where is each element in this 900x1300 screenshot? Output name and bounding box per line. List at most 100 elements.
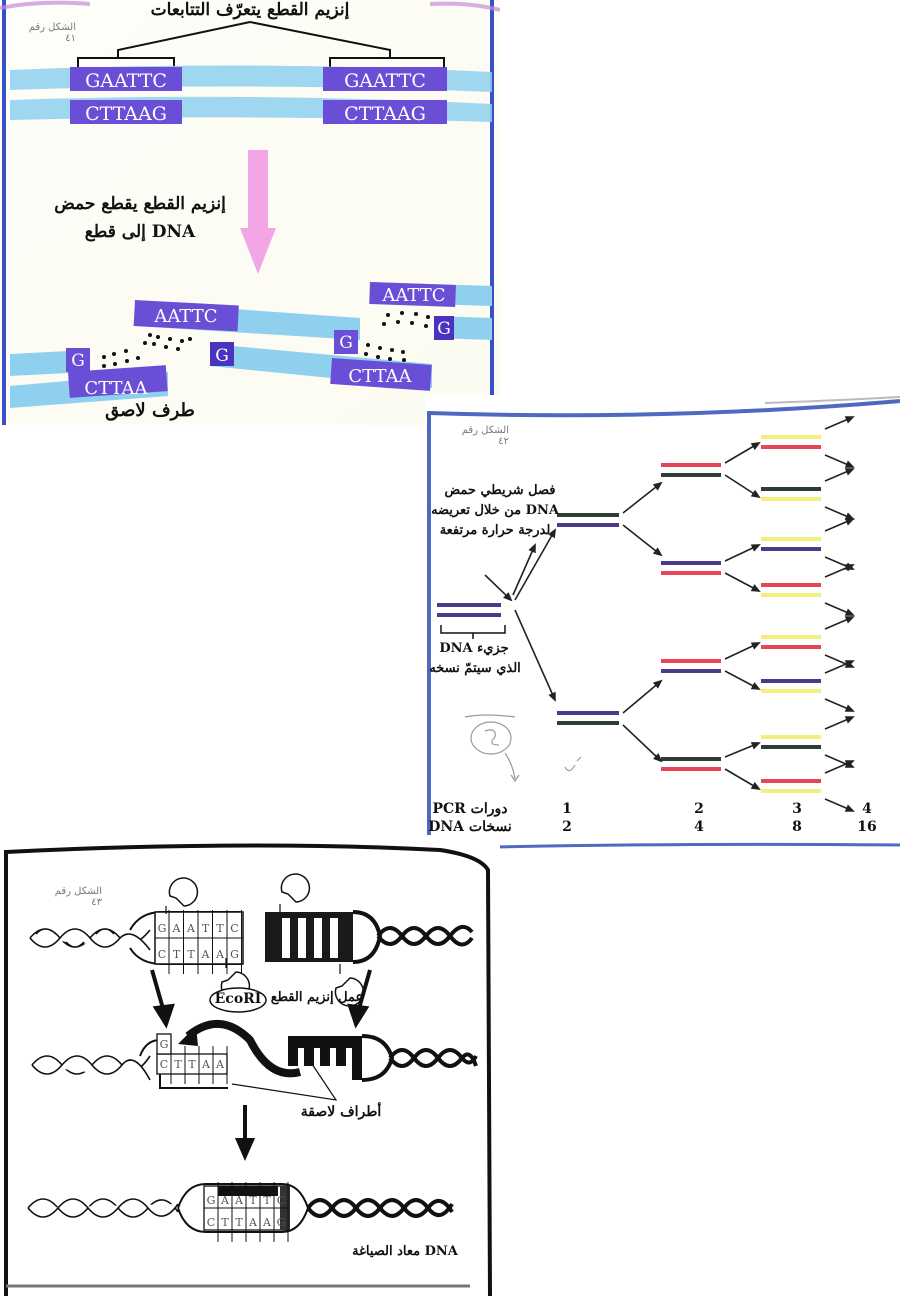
pcr-arrow xyxy=(622,482,662,514)
template-label-line2: الذي سيتمّ نسخه xyxy=(429,661,521,676)
cycle3-dna xyxy=(761,745,821,749)
pcr-arrow-head xyxy=(750,489,761,499)
recombinant-dna-label: DNA معاد الصياغة xyxy=(352,1244,458,1259)
base-letter-top: T xyxy=(249,1194,257,1207)
site-right-top-text: GAATTC xyxy=(344,70,426,92)
fragment-right-g-text: G xyxy=(437,319,451,339)
fragment-middle-bottom-text: CTTAA xyxy=(348,366,412,387)
pcr-arrow-head xyxy=(844,704,855,712)
cycle3-dna xyxy=(761,593,821,597)
figure-41-border xyxy=(2,0,494,425)
pcr-arrow-head xyxy=(652,679,663,689)
cycle1-dna xyxy=(557,711,619,715)
base-letter-top: G xyxy=(207,1194,216,1207)
pcr-arrow-head xyxy=(844,518,855,526)
helix-right-bottom xyxy=(306,1198,454,1218)
fragment-middle-right-g-text: G xyxy=(339,333,353,353)
cycle3-dna xyxy=(761,497,821,501)
sticky-ends-label: أطراف لاصقة xyxy=(300,1104,382,1120)
cycle3-dna xyxy=(761,583,821,587)
base-letter-bottom: A xyxy=(201,1058,211,1071)
cycle1-dna xyxy=(557,721,619,725)
enzyme-action-label: عمل إنزيم القطع xyxy=(270,990,364,1005)
cycle2-dna xyxy=(661,473,721,477)
pcr-arrow-head xyxy=(844,468,855,476)
cycle3-dna xyxy=(761,789,821,793)
pcr-arrows xyxy=(484,416,855,812)
figure-41-number: الشكل رقم ٤١ xyxy=(28,22,76,44)
base-letter-bottom: G xyxy=(230,948,239,961)
denature-label-line3: لدرجة حرارة مرتفعة xyxy=(439,523,551,538)
base-letter-bottom: C xyxy=(158,948,166,961)
base-letter-bottom: C xyxy=(160,1058,168,1071)
base-letter-bottom: A xyxy=(201,948,211,961)
pcr-arrow-head xyxy=(750,584,761,592)
base-letter-bottom: A xyxy=(248,1216,258,1229)
sticky-end-label: طرف لاصق xyxy=(105,400,195,421)
cycle2-dna xyxy=(661,571,721,575)
dna-copies-count: 8 xyxy=(792,819,802,835)
sticky-ends-pointer xyxy=(231,1063,338,1101)
pcr-arrow-head xyxy=(750,441,761,451)
pcr-strands xyxy=(437,435,821,793)
base-letter-top: T xyxy=(202,922,210,935)
paper-edge xyxy=(764,396,900,404)
template-bracket xyxy=(440,625,506,639)
base-letter-bottom: T xyxy=(235,1216,243,1229)
pcr-arrow xyxy=(622,724,662,762)
dna-copies-count: 4 xyxy=(694,819,704,835)
base-letter-bottom: A xyxy=(262,1216,272,1229)
cut-label-line2: DNA إلى قطع xyxy=(84,222,196,242)
template-label-line1: جزيء DNA xyxy=(439,641,509,656)
base-letter-top: G xyxy=(158,922,167,935)
pcr-arrow-head xyxy=(547,528,557,539)
base-letter-bottom: A xyxy=(215,948,225,961)
decorative-swoosh-right xyxy=(429,1,500,12)
cycle3-dna xyxy=(761,435,821,439)
figure-42-canvas xyxy=(425,395,900,855)
pcr-cycle-number: 2 xyxy=(694,801,704,817)
enzyme-name: EcoRI xyxy=(214,991,262,1007)
site-left-bottom-text: CTTAAG xyxy=(85,103,167,125)
pcr-arrow xyxy=(622,680,662,714)
pcr-arrow-head xyxy=(750,742,761,750)
copies-row-label: نسخات DNA xyxy=(428,819,512,835)
pcr-arrow-head xyxy=(652,481,663,491)
pcr-arrow-head xyxy=(653,753,663,763)
fragment-middle-g-box xyxy=(210,342,234,366)
pcr-arrow xyxy=(514,609,556,701)
pcr-arrow-head xyxy=(844,660,855,668)
pcr-arrow-head xyxy=(844,716,855,724)
pcr-cycle-number: 3 xyxy=(792,801,802,817)
cycle3-dna xyxy=(761,487,821,491)
pcr-arrow-head xyxy=(528,543,536,554)
fragment-middle-top-text: AATTC xyxy=(153,306,217,327)
fragment-right-top-text: AATTC xyxy=(381,285,445,306)
cycle3-dna xyxy=(761,537,821,541)
template-dna xyxy=(437,603,501,607)
recognition-site-right-top xyxy=(323,67,447,91)
helix-left-top xyxy=(29,928,151,951)
dna-copies-count: 2 xyxy=(562,819,572,835)
cycle3-dna xyxy=(761,689,821,693)
cycle3-dna xyxy=(761,635,821,639)
pcr-arrow-head xyxy=(750,544,761,552)
pcr-arrow-head xyxy=(548,691,556,702)
fragment-right-sticky-end xyxy=(369,281,456,307)
pcr-arrow-head xyxy=(652,547,663,557)
base-letter-top: A xyxy=(172,922,182,935)
site-right-bottom-text: CTTAAG xyxy=(344,103,426,125)
figure-42-background xyxy=(425,395,900,855)
pcr-arrow xyxy=(514,529,556,601)
process-arrows xyxy=(150,969,372,1161)
cycle2-dna xyxy=(661,463,721,467)
enzyme-icon xyxy=(168,877,199,907)
handwritten-annotation xyxy=(464,714,582,783)
cycle2-dna xyxy=(661,757,721,761)
helix-left-bottom xyxy=(27,1198,179,1218)
pcr-arrow-head xyxy=(750,642,761,650)
